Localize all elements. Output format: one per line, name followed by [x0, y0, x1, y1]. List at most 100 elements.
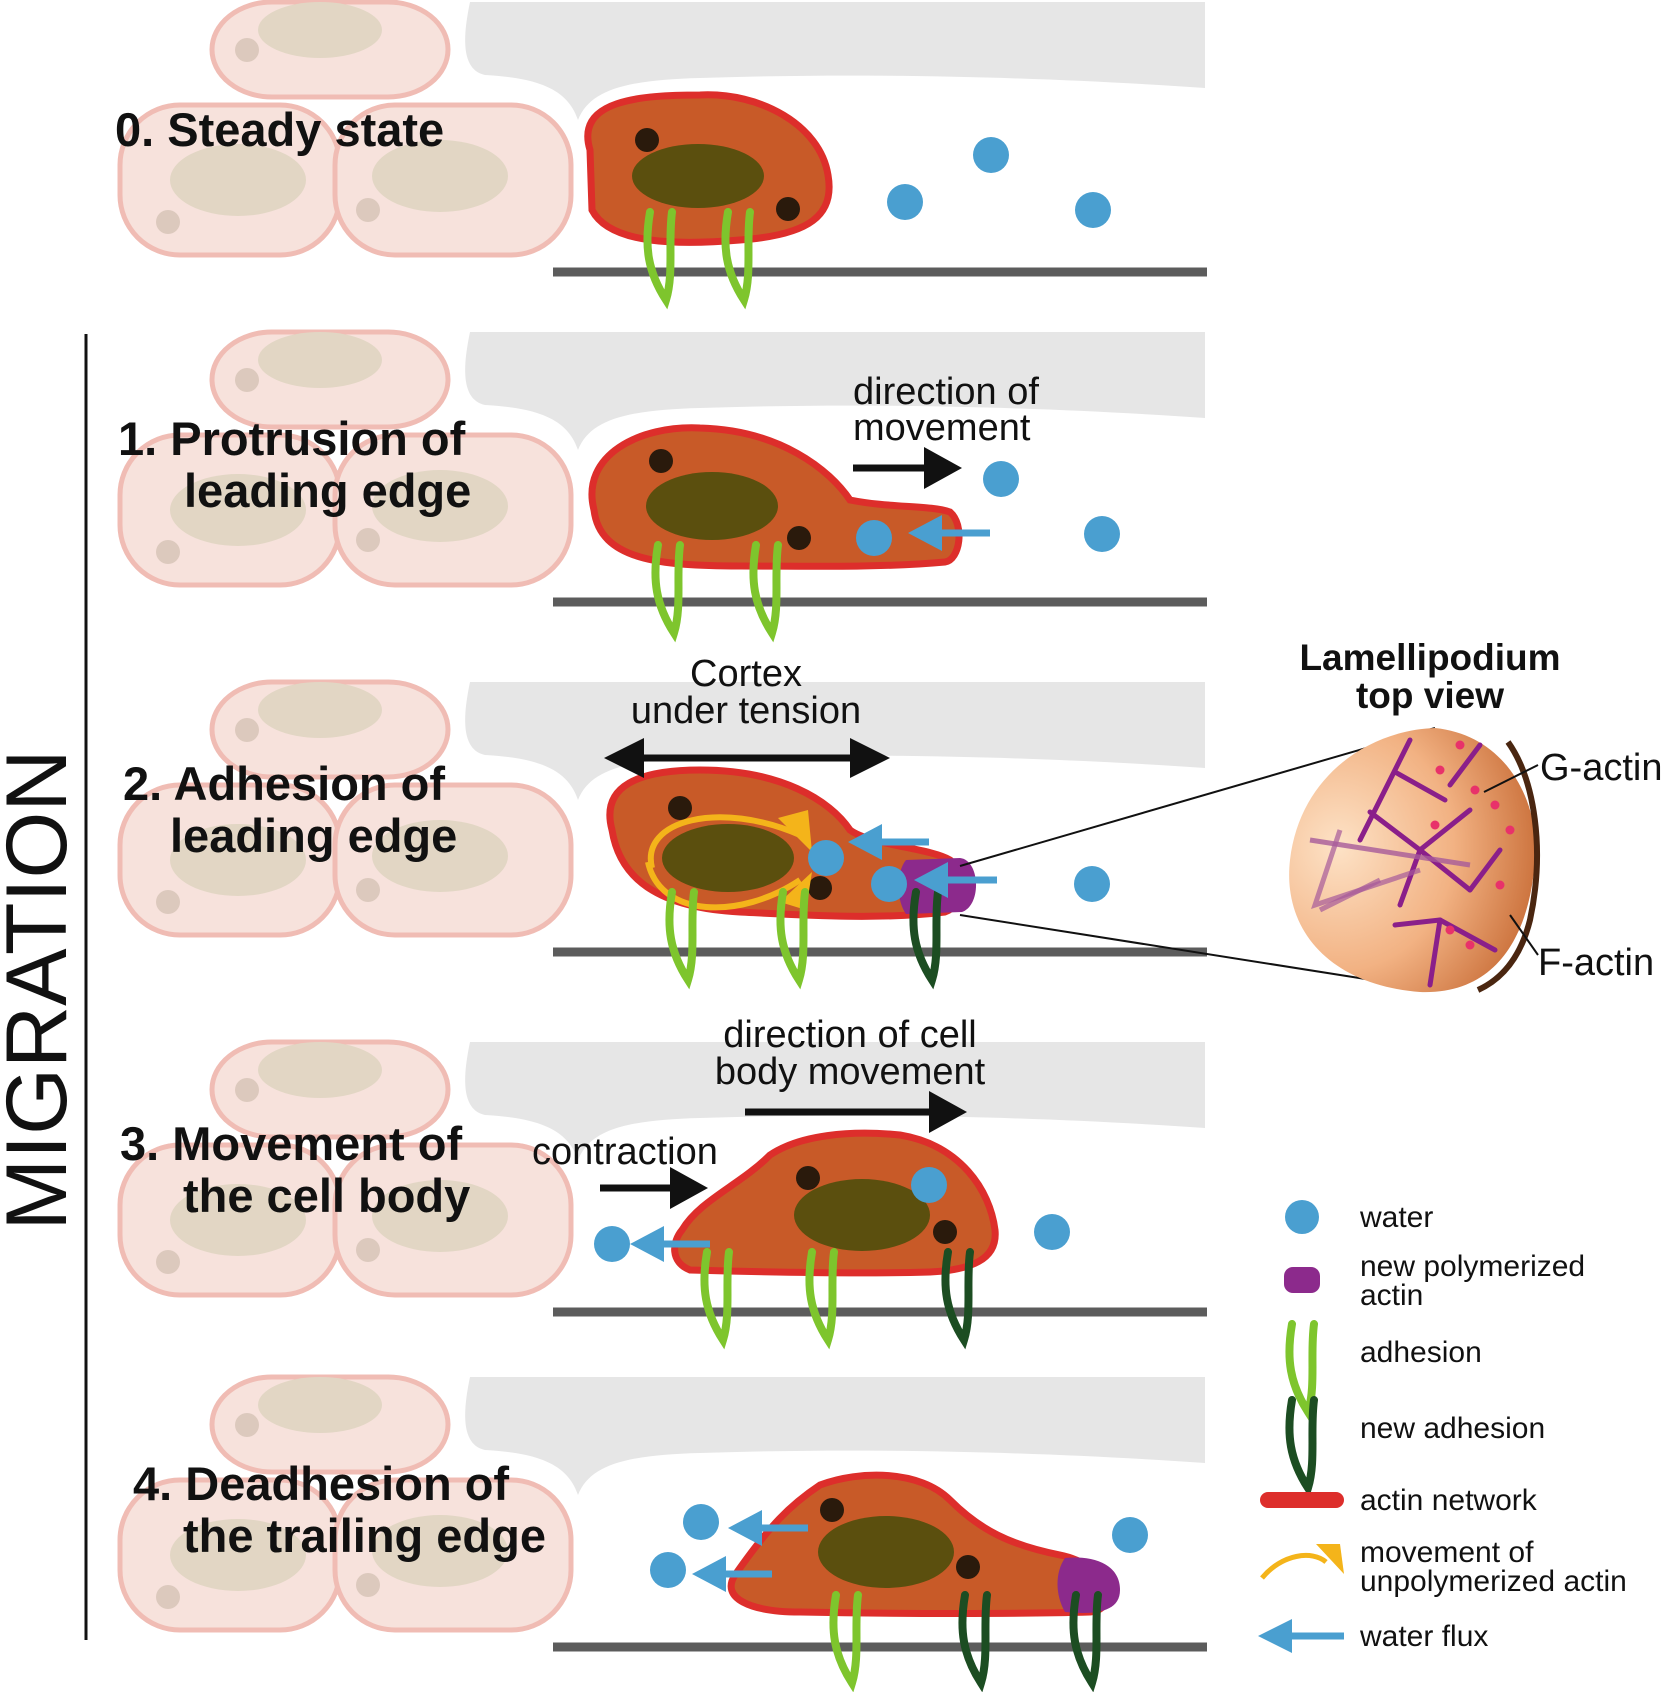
f-actin-filament	[1427, 917, 1443, 988]
zoom-line	[959, 727, 1436, 867]
water-flux-arrowhead	[630, 1226, 664, 1262]
water-flux-icon-head	[1258, 1619, 1292, 1653]
legend-label-line: actin	[1360, 1279, 1423, 1312]
g-actin-monomer	[1445, 925, 1455, 935]
unpolymerized-actin-flow-head	[778, 810, 812, 852]
zoom-line	[959, 914, 1436, 991]
stage-1-panel	[117, 329, 1207, 643]
g-actin-monomer	[1465, 940, 1475, 950]
adhesion	[749, 541, 782, 643]
cell-granule	[668, 796, 692, 820]
extracellular-tissue	[465, 1042, 1205, 1160]
cell-nucleus	[632, 144, 764, 208]
water-flux-arrowhead	[848, 824, 882, 860]
unpolymerized-actin-flow	[645, 861, 802, 911]
tissue-cell-nucleus	[372, 1515, 508, 1587]
tissue-cell-granule	[156, 1585, 180, 1609]
extracellular-tissue	[465, 1377, 1205, 1495]
tissue-cell-granule	[156, 210, 180, 234]
cell-granule	[787, 526, 811, 550]
cell-granule	[820, 1498, 844, 1522]
cortex-tension-arrowhead	[850, 738, 890, 778]
cell-nucleus	[794, 1179, 930, 1251]
water-droplet	[1084, 516, 1120, 552]
tissue-cell-nucleus	[258, 1042, 382, 1098]
g-actin-monomer	[1495, 880, 1505, 890]
water-icon	[1285, 1200, 1319, 1234]
tissue-cell-nucleus	[170, 1184, 306, 1256]
cell-nucleus	[662, 824, 794, 892]
tissue-cell-granule	[235, 1078, 259, 1102]
legend-label-line: water	[1359, 1201, 1433, 1234]
new-adhesion	[941, 1248, 974, 1350]
legend-label: water flux	[1359, 1620, 1488, 1653]
legend-label-line: new polymerized	[1360, 1250, 1585, 1283]
stage-0-title: 0. Steady state	[115, 103, 444, 156]
migration-label: MIGRATION	[0, 750, 85, 1231]
g-actin-monomer	[1490, 800, 1500, 810]
tissue-cell-granule	[235, 38, 259, 62]
cell-granule	[933, 1220, 957, 1244]
stage-0-panel	[117, 0, 1207, 310]
legend-label: water	[1359, 1201, 1433, 1234]
water-droplet	[594, 1226, 630, 1262]
adhesion	[651, 541, 684, 643]
f-actin-filament	[1437, 917, 1498, 953]
legend-label-line: water flux	[1359, 1620, 1488, 1653]
tissue-cell-nucleus	[258, 332, 382, 388]
legend-label-line: new adhesion	[1360, 1412, 1545, 1445]
f-actin-filament	[1467, 847, 1503, 893]
water-droplet	[911, 1167, 947, 1203]
water-droplet	[887, 184, 923, 220]
direction-of-movement-arrow-head	[924, 447, 962, 489]
water-flux-arrowhead	[728, 1510, 762, 1546]
f-actin-filament	[1311, 829, 1421, 909]
tissue-cell-nucleus	[372, 470, 508, 542]
cell-granule	[635, 128, 659, 152]
f-actin-filament	[1447, 742, 1483, 788]
tissue-cell-granule	[156, 1250, 180, 1274]
g-actin-monomer	[1435, 765, 1445, 775]
water-droplet	[1034, 1214, 1070, 1250]
adhesion	[665, 888, 698, 990]
legend-label-line: movement of	[1360, 1536, 1534, 1569]
tissue-cell-nucleus	[372, 140, 508, 212]
adhesion	[776, 888, 809, 990]
stage-3-panel	[117, 1039, 1207, 1350]
water-droplet	[856, 520, 892, 556]
tissue-cell-nucleus	[258, 682, 382, 738]
f-actin-pointer	[1509, 914, 1539, 956]
cortex-tension-arrowhead	[604, 738, 644, 778]
legend-label: new adhesion	[1360, 1412, 1545, 1445]
g-actin-monomer	[1455, 740, 1465, 750]
cell-granule	[776, 197, 800, 221]
water-droplet	[1074, 866, 1110, 902]
new-adhesion	[1069, 1591, 1102, 1692]
lamellipodium-top-view	[1289, 728, 1540, 993]
tissue-cell-granule	[356, 1238, 380, 1262]
tissue-cell-nucleus	[170, 824, 306, 896]
stage-4-panel	[117, 1374, 1207, 1692]
tissue-cell-granule	[235, 1413, 259, 1437]
g-actin-monomer	[1470, 785, 1480, 795]
adhesion	[805, 1248, 838, 1350]
tissue-cell-nucleus	[258, 2, 382, 58]
f-actin-label: F-actin	[1538, 942, 1654, 984]
adhesion	[829, 1591, 862, 1692]
tissue-cell-nucleus	[170, 1519, 306, 1591]
tissue-cell-nucleus	[258, 1377, 382, 1433]
unpolymerized-actin-movement-icon	[1260, 1552, 1328, 1580]
water-droplet	[1112, 1517, 1148, 1553]
tissue-cell-granule	[356, 1573, 380, 1597]
lamellipodium-disc	[1289, 728, 1536, 993]
